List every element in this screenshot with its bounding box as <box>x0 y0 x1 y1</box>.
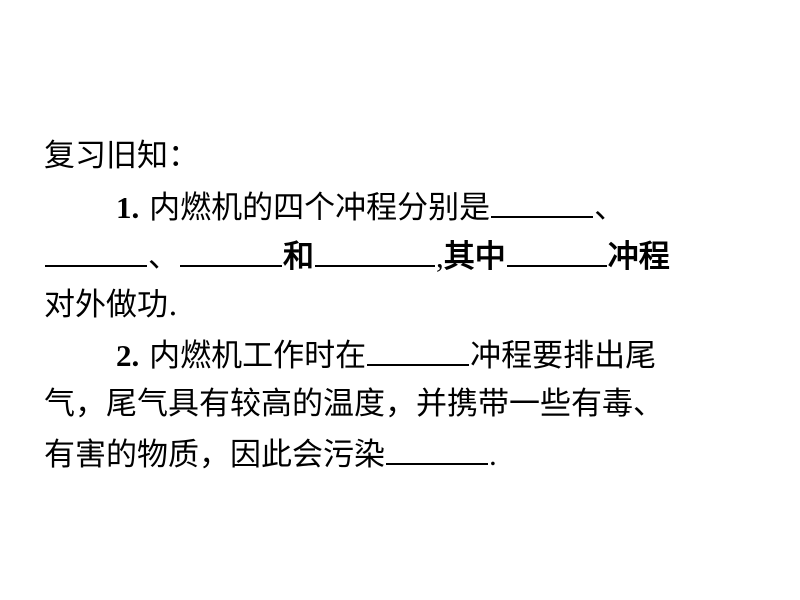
q1-separator-1: 、 <box>594 189 626 226</box>
q2-line-1: 2. 内燃机工作时在 冲程要排出尾 <box>44 330 764 380</box>
q1-blank-5 <box>506 231 607 267</box>
q1-line-1: 1. 内燃机的四个冲程分别是 、 <box>44 182 764 232</box>
q1-blank-4 <box>315 231 435 267</box>
q1-number-dot: . <box>131 189 140 225</box>
q1-line-2: 、 和,其中 冲程 <box>44 231 764 281</box>
q1-blank-3 <box>180 231 282 267</box>
q1-stroke-word: 冲程 <box>607 239 670 275</box>
q2-line-3: 有害的物质，因此会污染. <box>44 429 764 479</box>
q2-period: . <box>489 437 497 472</box>
heading: 复习旧知： <box>44 138 199 174</box>
q2-number-dot: . <box>131 338 140 373</box>
q2-blank-1 <box>367 330 470 366</box>
q1-number: 1 <box>116 189 132 225</box>
q1-line-3: 对外做功. <box>44 281 764 331</box>
q2-line-2-text: 气，尾气具有较高的温度，并携带一些有毒、 <box>44 385 664 422</box>
q1-tail: 对外做功. <box>44 286 178 323</box>
q2-text-a: 内燃机工作时在 <box>149 338 367 374</box>
q1-comma: , <box>436 239 444 274</box>
q1-blank-2 <box>45 231 147 267</box>
q2-text-b: 冲程要排出尾 <box>470 338 657 374</box>
q1-among-word: 其中 <box>443 239 506 275</box>
q2-line-2: 气，尾气具有较高的温度，并携带一些有毒、 <box>44 380 764 430</box>
heading-line: 复习旧知： <box>44 132 764 182</box>
review-text: 复习旧知： 1. 内燃机的四个冲程分别是、 、和,其中冲程 对外做功. 2. 内… <box>44 132 764 479</box>
q2-number: 2 <box>116 338 132 373</box>
q1-and-word: 和 <box>283 239 314 275</box>
q1-separator-2: 、 <box>148 239 179 275</box>
q2-line-3-text: 有害的物质，因此会污染 <box>44 437 385 473</box>
q1-text: 内燃机的四个冲程分别是 <box>149 189 491 226</box>
q2-blank-2 <box>386 429 488 465</box>
q1-blank-1 <box>491 182 594 218</box>
